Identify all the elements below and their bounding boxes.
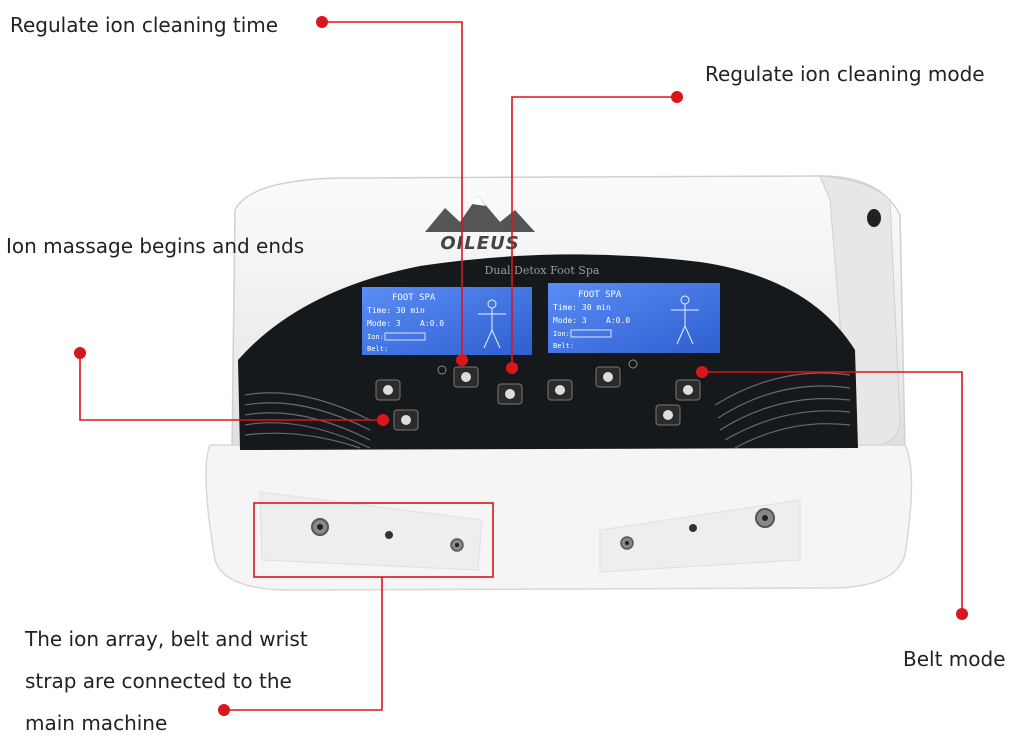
lcd-title: FOOT SPA (578, 290, 622, 300)
callout-mode-label: Regulate ion cleaning mode (705, 62, 985, 86)
lcd-amp: A:0.0 (606, 316, 630, 325)
brand-name: OILEUS (440, 233, 519, 254)
callout-dot (218, 704, 230, 716)
panel-decor-right (714, 372, 851, 449)
panel-button[interactable] (453, 366, 479, 388)
body-figure-icon (671, 295, 699, 345)
lcd-title: FOOT SPA (392, 293, 436, 303)
mountain-icon (425, 196, 535, 232)
callout-line-time (322, 21, 463, 360)
callout-dots (74, 16, 968, 716)
control-buttons (375, 359, 701, 431)
lcd-mode: Mode: 3 (553, 316, 587, 325)
ports-left (311, 518, 464, 552)
base-left-bevel (259, 491, 483, 571)
callout-array-label: The ion array, belt and wrist strap are … (25, 618, 308, 744)
panel-decor-left (244, 392, 371, 449)
callout-dot (377, 414, 389, 426)
callout-dot (74, 347, 86, 359)
callout-line-belt (702, 371, 963, 614)
body-figure-icon (478, 299, 506, 349)
lcd-time: Time: 30 min (367, 306, 425, 315)
base-right-bevel (599, 499, 801, 573)
lcd-mode: Mode: 3 (367, 319, 401, 328)
ports-right (620, 508, 775, 550)
callout-array-line: The ion array, belt and wrist (25, 627, 308, 651)
callout-dot (696, 366, 708, 378)
callout-belt-label: Belt mode (903, 647, 1006, 671)
callout-dot (316, 16, 328, 28)
callout-array-line: main machine (25, 711, 168, 735)
callout-dot (456, 354, 468, 366)
button-indicator (437, 365, 447, 375)
panel-subtitle: Dual Detox Foot Spa (485, 264, 600, 277)
panel-button[interactable] (655, 404, 681, 426)
lcd-time: Time: 30 min (553, 303, 611, 312)
button-indicator (628, 359, 638, 369)
lcd-screen-left: FOOT SPA Time: 30 min Mode: 3 A:0.0 Ion:… (362, 287, 532, 355)
lcd-amp: A:0.0 (420, 319, 444, 328)
lcd-belt: Belt: (553, 342, 574, 350)
panel-button[interactable] (497, 383, 523, 405)
callout-array-line: strap are connected to the (25, 669, 292, 693)
panel-button[interactable] (393, 409, 419, 431)
panel-button[interactable] (675, 379, 701, 401)
callout-dot (506, 362, 518, 374)
panel-button[interactable] (375, 379, 401, 401)
panel-button[interactable] (547, 379, 573, 401)
panel-button[interactable] (595, 366, 621, 388)
brand-logo: OILEUS (425, 196, 535, 254)
lcd-belt: Belt: (367, 345, 388, 353)
callout-massage-label: Ion massage begins and ends (6, 234, 305, 258)
port-socket (689, 524, 697, 532)
callout-dot (956, 608, 968, 620)
lcd-screen-right: FOOT SPA Time: 30 min Mode: 3 A:0.0 Ion:… (548, 283, 720, 353)
ports-highlight-box (253, 502, 494, 578)
lcd-ion: Ion: (367, 333, 384, 341)
callout-time-label: Regulate ion cleaning time (10, 13, 279, 37)
callout-dot (671, 91, 683, 103)
port-socket (385, 531, 393, 539)
callout-line-massage (79, 353, 383, 421)
callout-line-array (224, 577, 383, 711)
top-button (867, 209, 881, 227)
lcd-ion: Ion: (553, 330, 570, 338)
callout-lines (79, 21, 963, 711)
callout-line-mode (511, 96, 677, 368)
